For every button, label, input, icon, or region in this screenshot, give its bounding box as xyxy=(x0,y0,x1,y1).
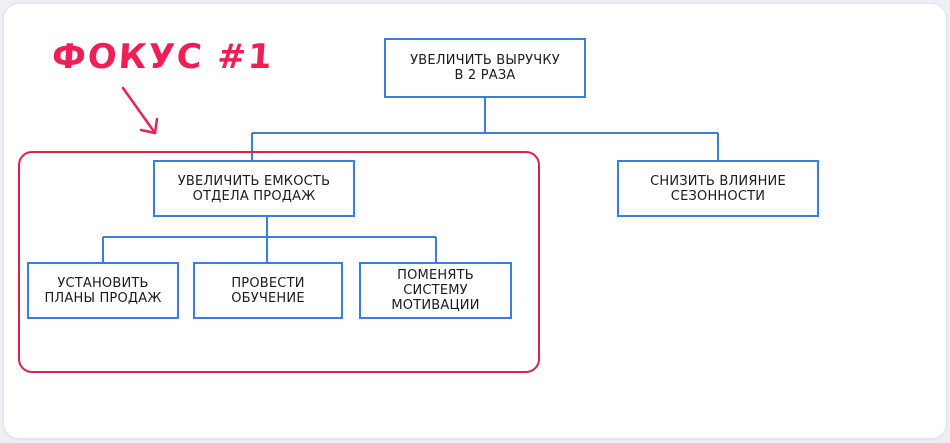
node-seasonality: СНИЗИТЬ ВЛИЯНИЕ СЕЗОННОСТИ xyxy=(617,160,819,217)
arrow-down-right-icon xyxy=(121,86,159,135)
node-root: УВЕЛИЧИТЬ ВЫРУЧКУ В 2 РАЗА xyxy=(384,38,586,98)
focus-frame xyxy=(18,151,540,373)
node-capacity: УВЕЛИЧИТЬ ЕМКОСТЬ ОТДЕЛА ПРОДАЖ xyxy=(153,160,355,217)
focus-label: ФОКУС #1 xyxy=(50,37,275,77)
node-motivation: ПОМЕНЯТЬ СИСТЕМУ МОТИВАЦИИ xyxy=(359,262,512,319)
node-training: ПРОВЕСТИ ОБУЧЕНИЕ xyxy=(193,262,343,319)
node-plans: УСТАНОВИТЬ ПЛАНЫ ПРОДАЖ xyxy=(27,262,179,319)
